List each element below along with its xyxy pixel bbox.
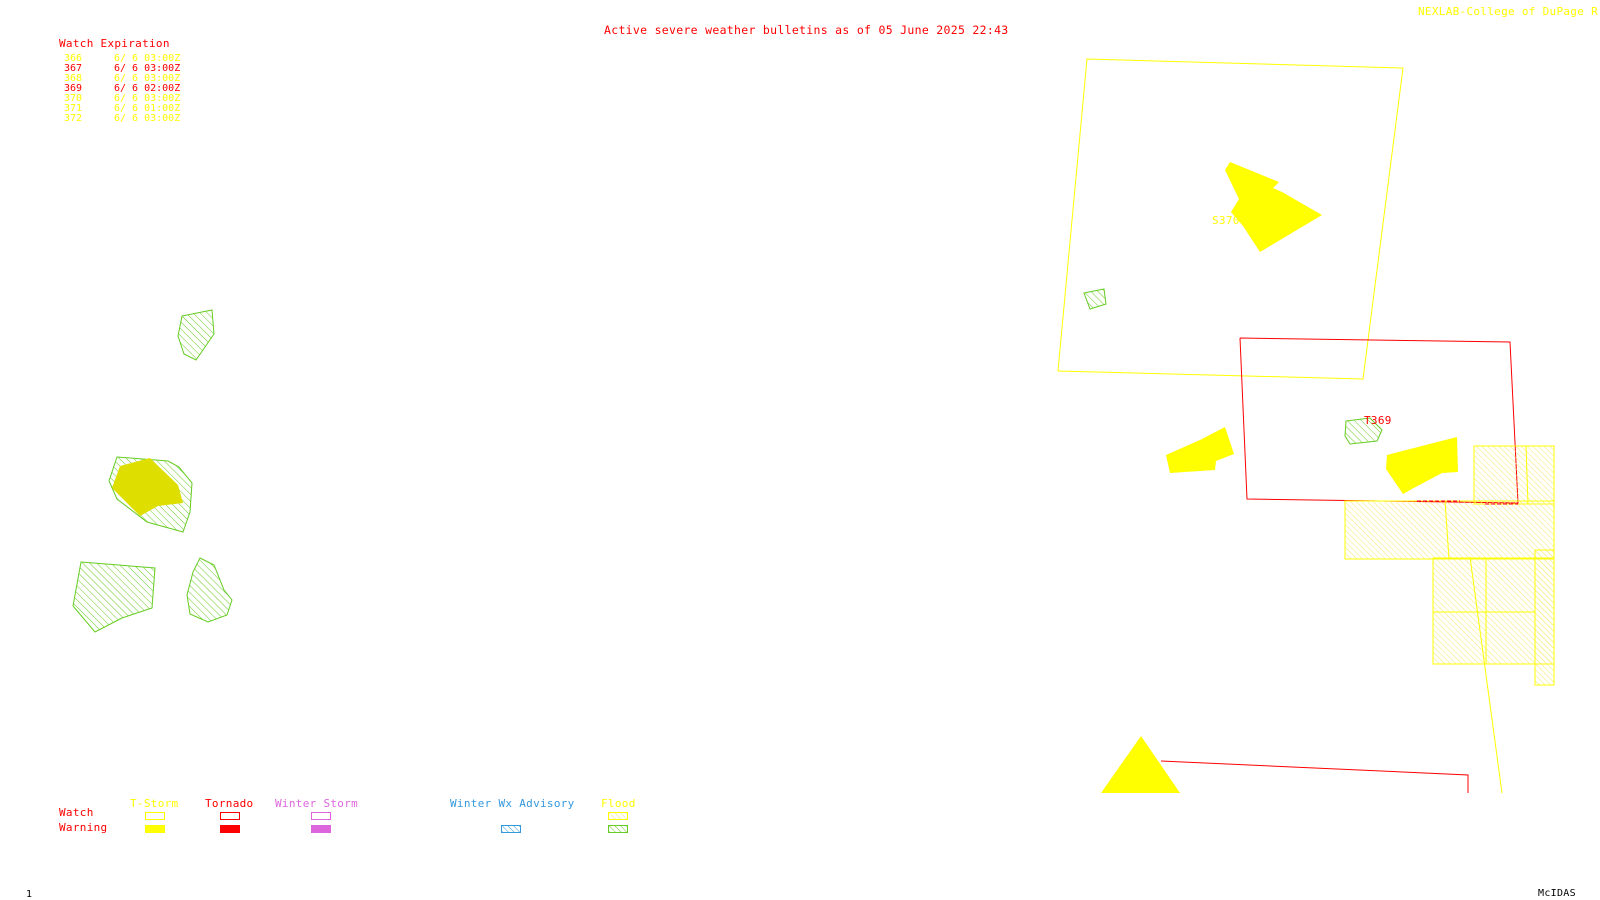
watch-expiration-time: 6/ 6 03:00Z	[114, 63, 181, 74]
legend-flood-label: Flood	[601, 797, 636, 810]
watch-370-label: S370	[1212, 214, 1240, 227]
watch-number: 366	[64, 53, 83, 64]
watch-number: 370	[64, 93, 83, 104]
flood-watch-area	[1473, 445, 1555, 505]
watch-expiration-row: 368 6/ 6 03:00Z	[64, 74, 180, 84]
watch-expiration-row: 372 6/ 6 03:00Z	[64, 114, 180, 124]
tstorm-watch-edge	[1469, 556, 1503, 794]
flood-watch-area	[1432, 557, 1555, 665]
flood-warning-area	[177, 309, 215, 361]
tornado-watch-swatch	[220, 812, 240, 820]
watch-expiration-row: 371 6/ 6 01:00Z	[64, 104, 180, 114]
watch-number: 372	[64, 113, 83, 124]
tstorm-warning-swatch	[145, 825, 165, 833]
watch-expiration-time: 6/ 6 03:00Z	[114, 73, 181, 84]
watch-number: 367	[64, 63, 83, 74]
winter-storm-warning-swatch	[311, 825, 331, 833]
legend-watch-label: Watch	[59, 806, 94, 819]
watch-expiration-row: 369 6/ 6 02:00Z	[64, 84, 180, 94]
county-line	[1444, 500, 1450, 560]
legend-winter-wx-advisory-label: Winter Wx Advisory	[450, 797, 575, 810]
legend-winter-storm-label: Winter Storm	[275, 797, 359, 810]
flood-warning-area	[186, 557, 233, 623]
credit-label: NEXLAB-College of DuPage R	[1418, 5, 1598, 18]
tornado-warning-swatch	[220, 825, 240, 833]
flood-warning-area	[1344, 417, 1383, 445]
frame-number: 1	[26, 889, 33, 900]
tstorm-warning-area	[1166, 427, 1234, 473]
bulletin-title: Active severe weather bulletins as of 05…	[604, 23, 1009, 37]
watch-number: 368	[64, 73, 83, 84]
watch-expiration-time: 6/ 6 03:00Z	[114, 113, 181, 124]
legend-warning-label: Warning	[59, 821, 108, 834]
winter-wx-advisory-swatch	[501, 825, 521, 833]
watch-369-label: T369	[1364, 414, 1392, 427]
tstorm-watch-swatch	[145, 812, 165, 820]
tstorm-watch-370	[1057, 58, 1404, 380]
legend-tornado-label: Tornado	[205, 797, 254, 810]
flood-warning-area	[72, 561, 156, 633]
flood-watch-area	[1344, 500, 1555, 560]
tstorm-warning-area	[1225, 162, 1322, 252]
tstorm-warning-area	[1386, 437, 1458, 494]
flood-watch-swatch	[608, 812, 628, 820]
watch-expiration-title: Watch Expiration	[59, 37, 170, 50]
software-label: McIDAS	[1538, 888, 1576, 899]
flood-warning-swatch	[608, 825, 628, 833]
flood-watch-area	[1534, 549, 1555, 686]
watch-expiration-time: 6/ 6 01:00Z	[114, 103, 181, 114]
county-line	[1525, 445, 1529, 505]
tornado-watch-edge	[1160, 760, 1469, 793]
watch-number: 369	[64, 83, 83, 94]
watch-expiration-time: 6/ 6 03:00Z	[114, 53, 181, 64]
watch-expiration-row: 370 6/ 6 03:00Z	[64, 94, 180, 104]
tstorm-warning-area	[1101, 736, 1180, 793]
tstorm-warning-area	[112, 458, 183, 516]
watch-number: 371	[64, 103, 83, 114]
watch-expiration-time: 6/ 6 02:00Z	[114, 83, 181, 94]
flood-warning-area	[1083, 288, 1107, 310]
winter-storm-watch-swatch	[311, 812, 331, 820]
watch-expiration-row: 366 6/ 6 03:00Z	[64, 54, 180, 64]
watch-expiration-row: 367 6/ 6 03:00Z	[64, 64, 180, 74]
legend-tstorm-label: T-Storm	[130, 797, 179, 810]
watch-expiration-time: 6/ 6 03:00Z	[114, 93, 181, 104]
